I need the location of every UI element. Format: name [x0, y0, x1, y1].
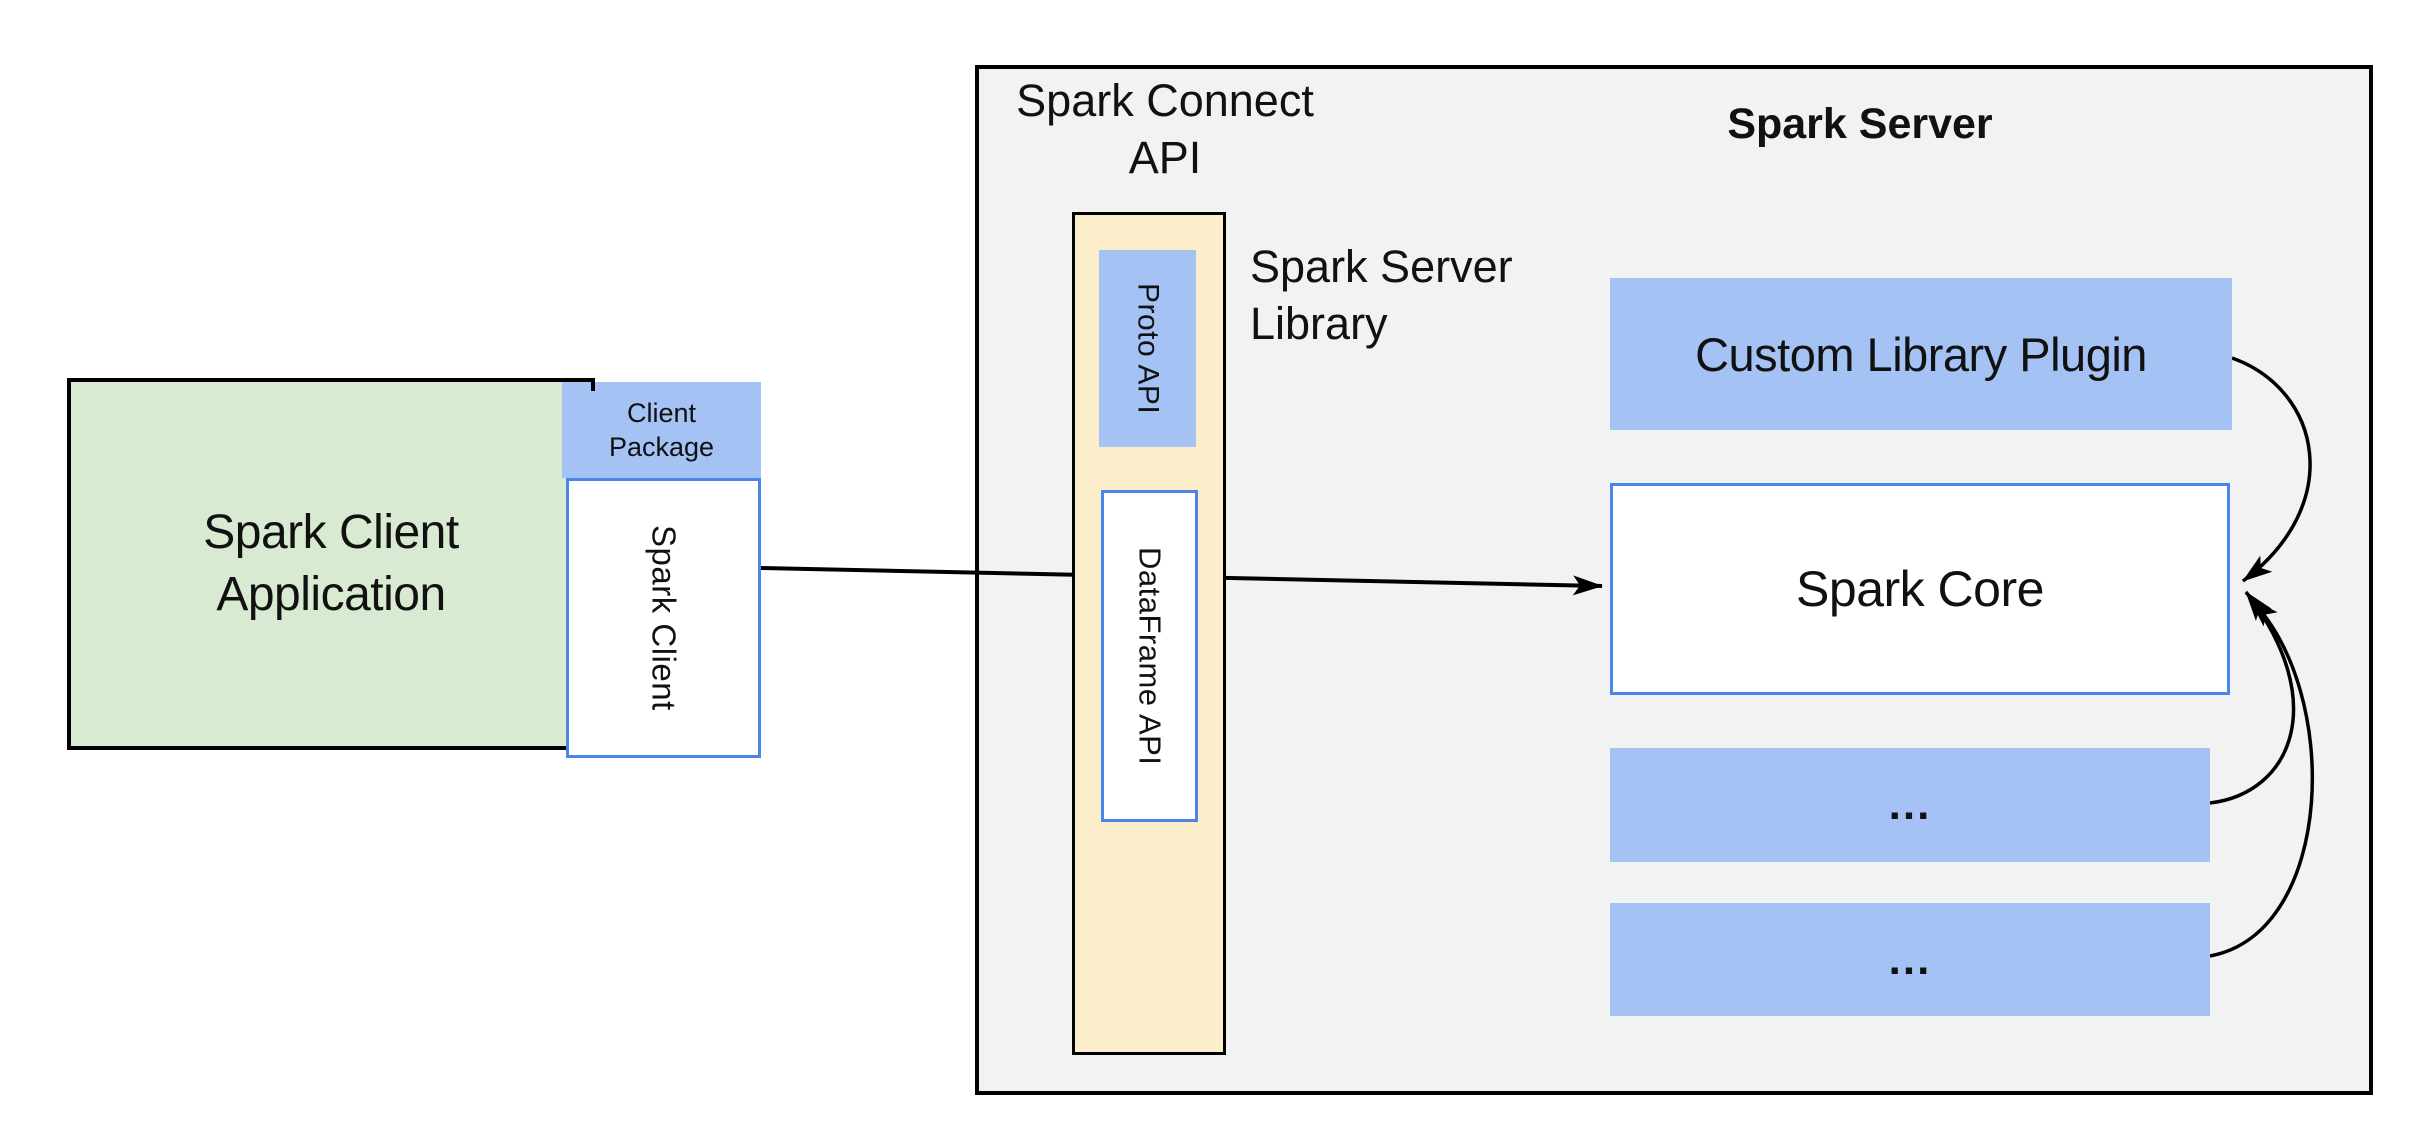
proto-api-box: Proto API [1099, 250, 1196, 447]
green-box-border-stub [591, 378, 595, 391]
spark-client-application-box: Spark Client Application [67, 378, 595, 750]
custom-library-plugin-box: Custom Library Plugin [1610, 278, 2232, 430]
custom-library-plugin-label: Custom Library Plugin [1695, 327, 2147, 381]
spark-client-label: Spark Client [645, 525, 683, 711]
spark-client-box: Spark Client [566, 478, 761, 758]
ellipsis-box-1: ... [1610, 748, 2210, 862]
proto-api-label: Proto API [1131, 282, 1165, 415]
client-package-box: Client Package [562, 382, 761, 478]
dataframe-api-label: DataFrame API [1132, 546, 1168, 766]
client-package-label: Client Package [608, 398, 715, 462]
spark-core-box: Spark Core [1610, 483, 2230, 695]
dataframe-api-box: DataFrame API [1101, 490, 1198, 822]
spark-server-title: Spark Server [1727, 100, 1993, 148]
spark-server-library-label: Spark Server Library [1250, 241, 1513, 349]
ellipsis-box-2: ... [1610, 903, 2210, 1016]
spark-core-label: Spark Core [1796, 561, 2044, 617]
spark-connect-api-title: Spark Connect API [1016, 75, 1314, 183]
ellipsis-label-2: ... [1888, 934, 1932, 984]
ellipsis-label-1: ... [1888, 780, 1932, 829]
spark-client-application-label: Spark Client Application [203, 506, 459, 621]
